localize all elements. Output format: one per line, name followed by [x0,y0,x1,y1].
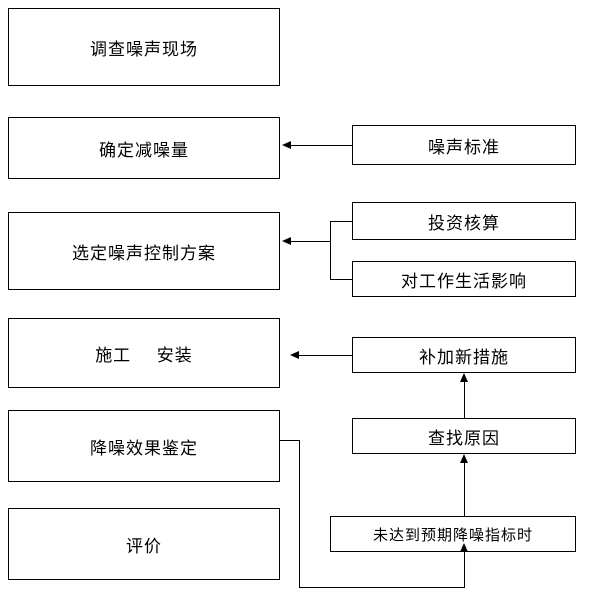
node-impact-on-work-life[interactable]: 对工作生活影响 [352,261,576,297]
connector-invest-branch [330,221,352,222]
node-survey[interactable]: 调查噪声现场 [8,8,280,86]
node-target-not-reached[interactable]: 未达到预期降噪指标时 [330,516,576,552]
node-determine-noise-reduction[interactable]: 确定减噪量 [8,117,280,179]
connector-invest-impact-trunk [330,221,331,279]
node-noise-standard[interactable]: 噪声标准 [352,125,576,165]
arrowhead-notreach-to-findcause [460,454,468,463]
arrowhead-newmeasure-to-construct [290,351,299,359]
connector-notreach-to-findcause [464,463,465,516]
node-evaluation[interactable]: 评价 [8,508,280,580]
connector-effect-bottom [299,587,465,588]
connector-newmeasure-to-construct [296,355,352,356]
arrowhead-trunk-to-scheme [282,237,291,245]
node-noise-reduction-appraisal[interactable]: 降噪效果鉴定 [8,410,280,482]
node-construction-installation[interactable]: 施工 安装 [8,318,280,388]
node-investment-accounting[interactable]: 投资核算 [352,202,576,240]
connector-effect-out [280,440,300,441]
arrowhead-standard-to-determine [282,141,291,149]
node-find-cause[interactable]: 查找原因 [352,418,576,454]
node-select-control-scheme[interactable]: 选定噪声控制方案 [8,212,280,290]
connector-effect-down [299,440,300,588]
node-add-new-measures[interactable]: 补加新措施 [352,337,576,373]
connector-standard-to-determine [288,145,352,146]
arrowhead-findcause-to-newmeasure [460,373,468,382]
connector-trunk-to-scheme [288,241,330,242]
connector-impact-branch [330,279,352,280]
connector-findcause-to-newmeasure [464,382,465,418]
connector-effect-up-to-notreach [464,552,465,588]
arrowhead-effect-to-notreach [460,543,468,552]
